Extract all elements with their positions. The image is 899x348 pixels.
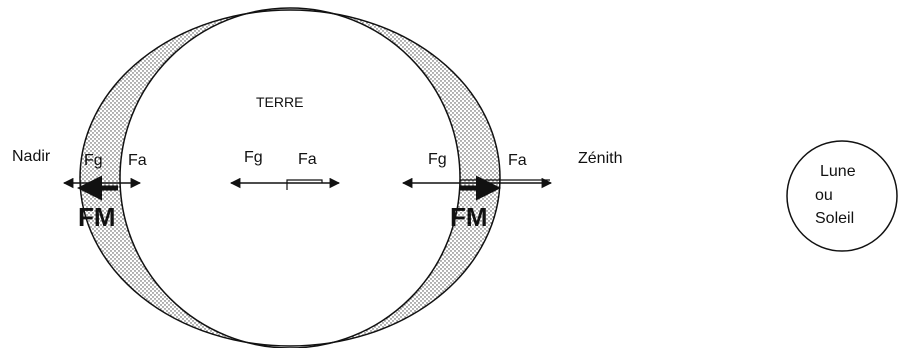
- nadir-fg-label: Fg: [84, 152, 103, 169]
- moon-sun-label-line1: Lune: [820, 163, 856, 180]
- zenith-label: Zénith: [578, 150, 622, 167]
- moon-sun-label-line2: ou: [815, 187, 833, 204]
- tidal-bulge: [79, 9, 501, 347]
- nadir-fa-label: Fa: [128, 152, 147, 169]
- nadir-label: Nadir: [12, 148, 51, 165]
- nadir-fm-label: FM: [78, 202, 116, 232]
- zenith-fg-label: Fg: [428, 151, 447, 168]
- center-fa-label: Fa: [298, 151, 317, 168]
- moon-sun-label-line3: Soleil: [815, 210, 854, 227]
- moon-sun-circle: [786, 140, 898, 252]
- earth-label: TERRE: [256, 94, 303, 110]
- center-step-mark: [286, 179, 323, 190]
- zenith-fa-label: Fa: [508, 152, 527, 169]
- center-fg-label: Fg: [244, 149, 263, 166]
- zenith-fm-label: FM: [450, 202, 488, 232]
